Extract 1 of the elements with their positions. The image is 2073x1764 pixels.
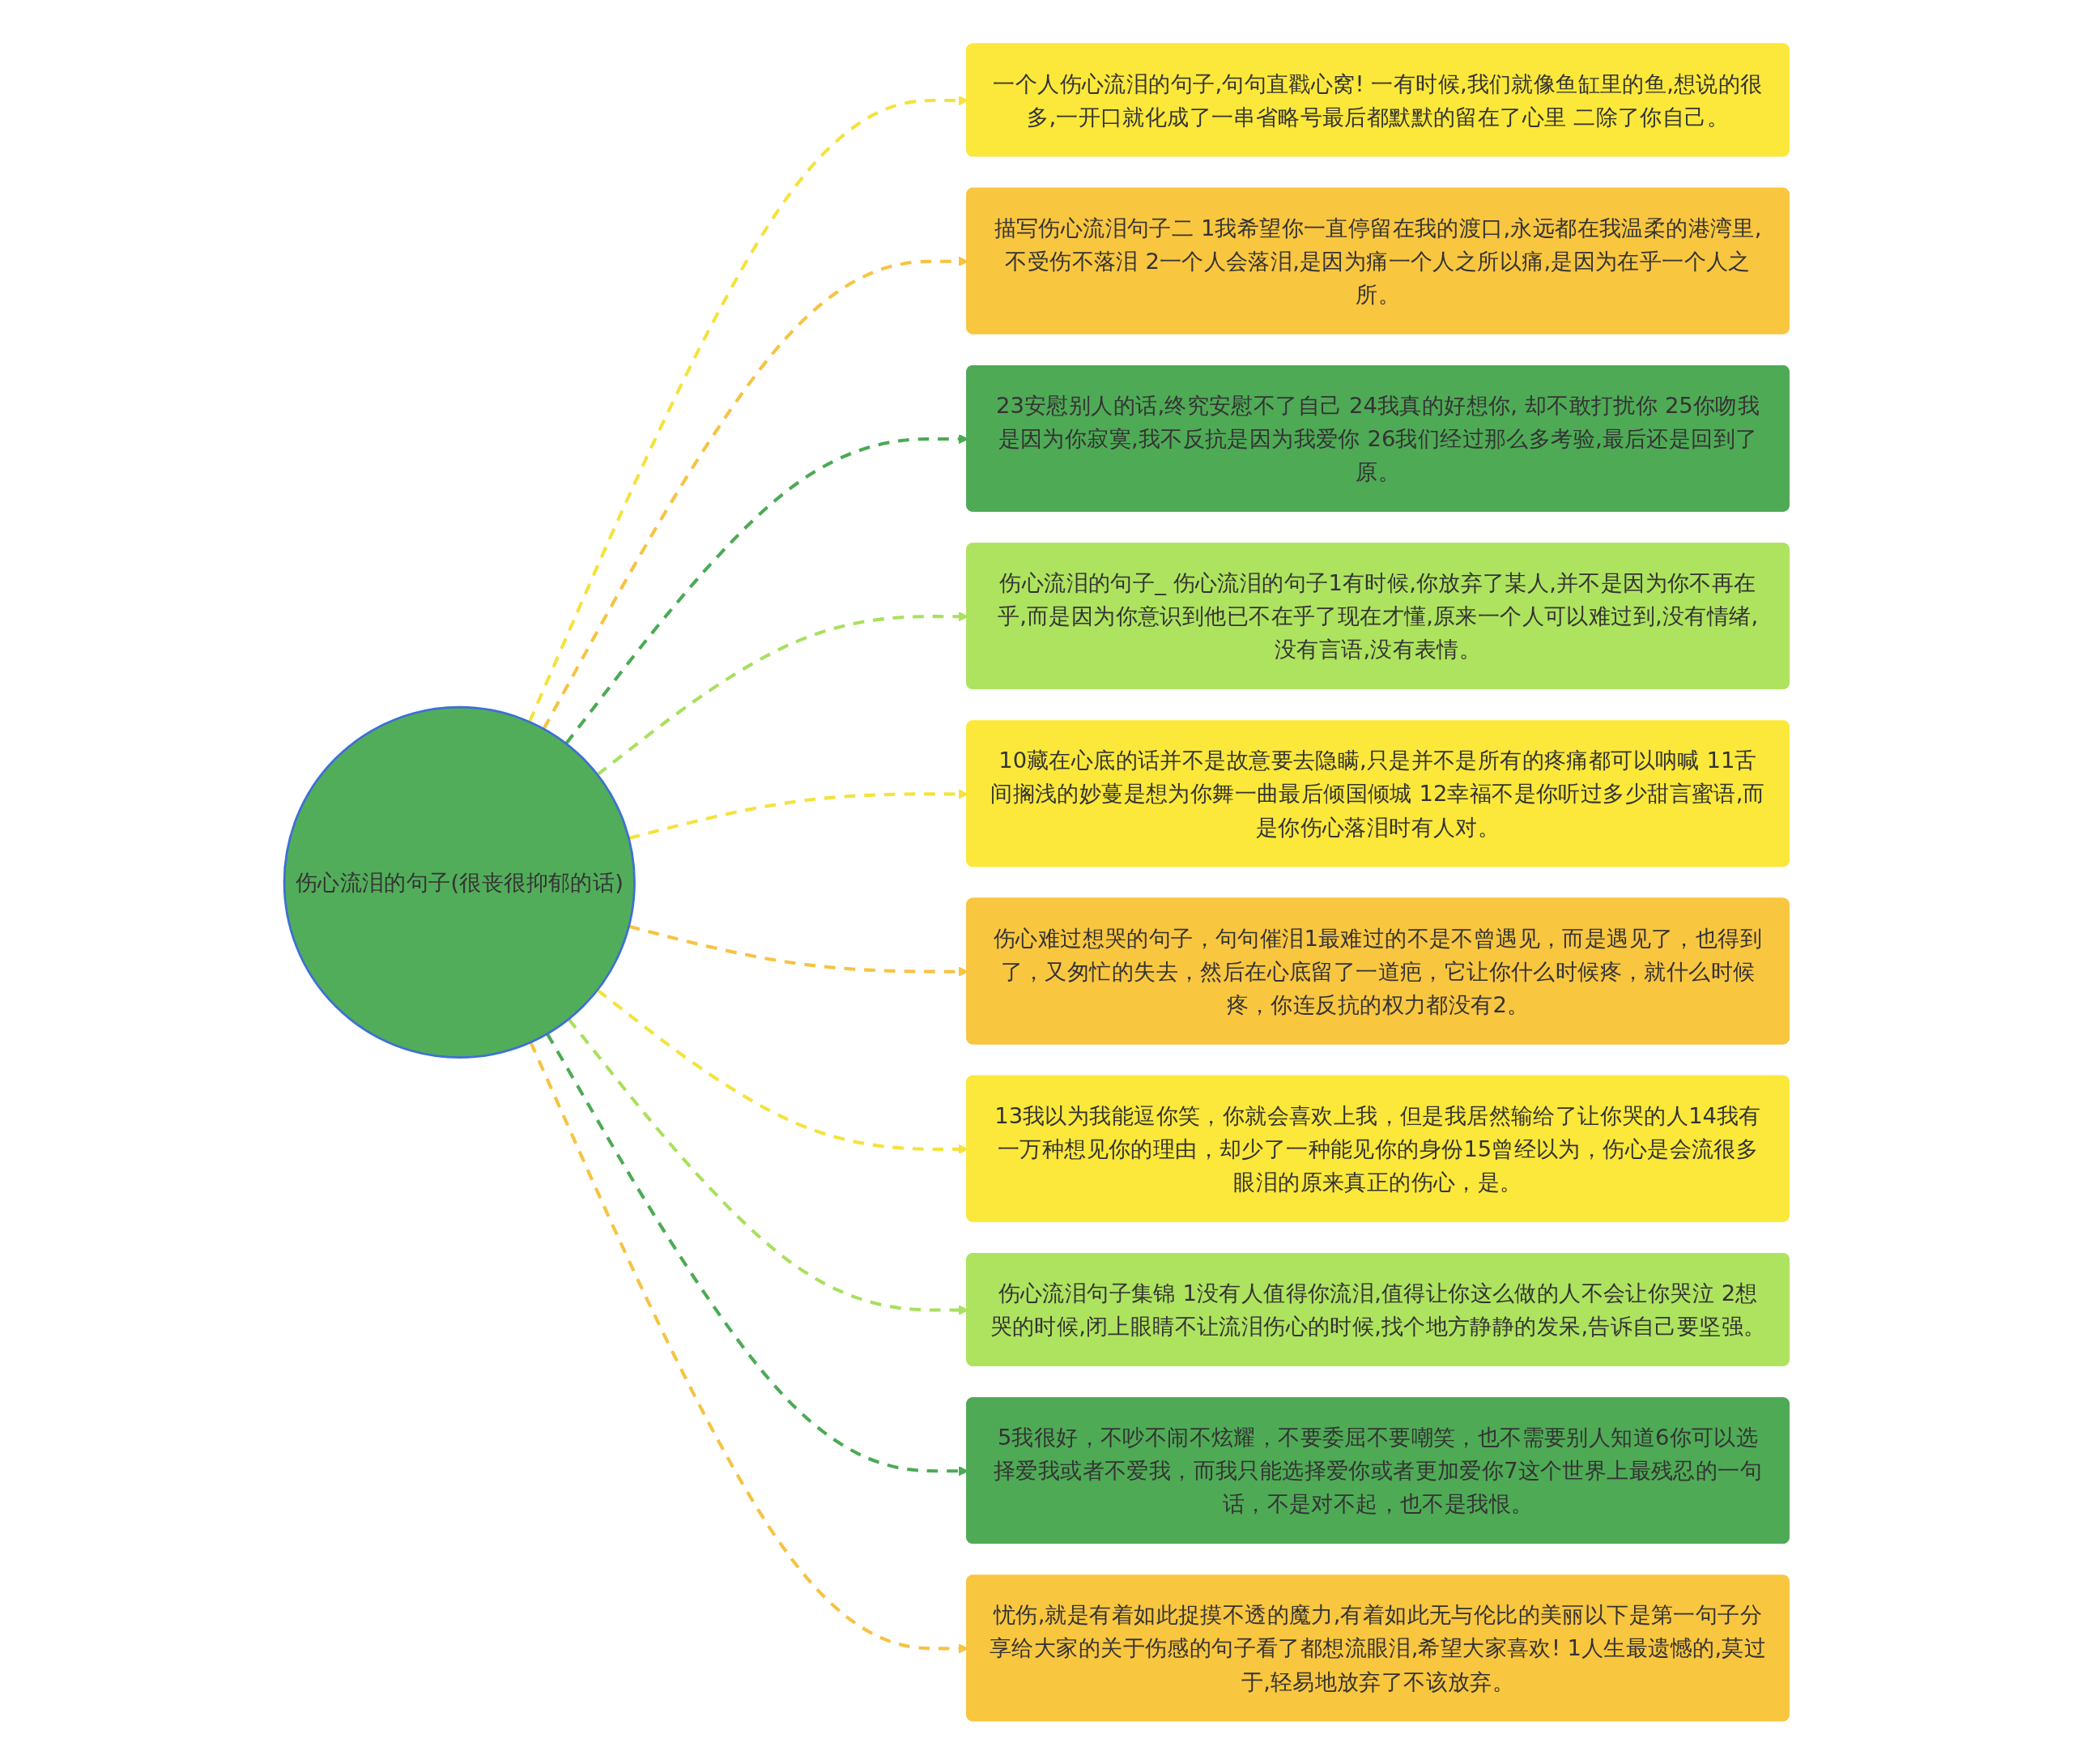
- node-circle: 伤心流泪的句子(很丧很抑郁的话): [283, 705, 636, 1059]
